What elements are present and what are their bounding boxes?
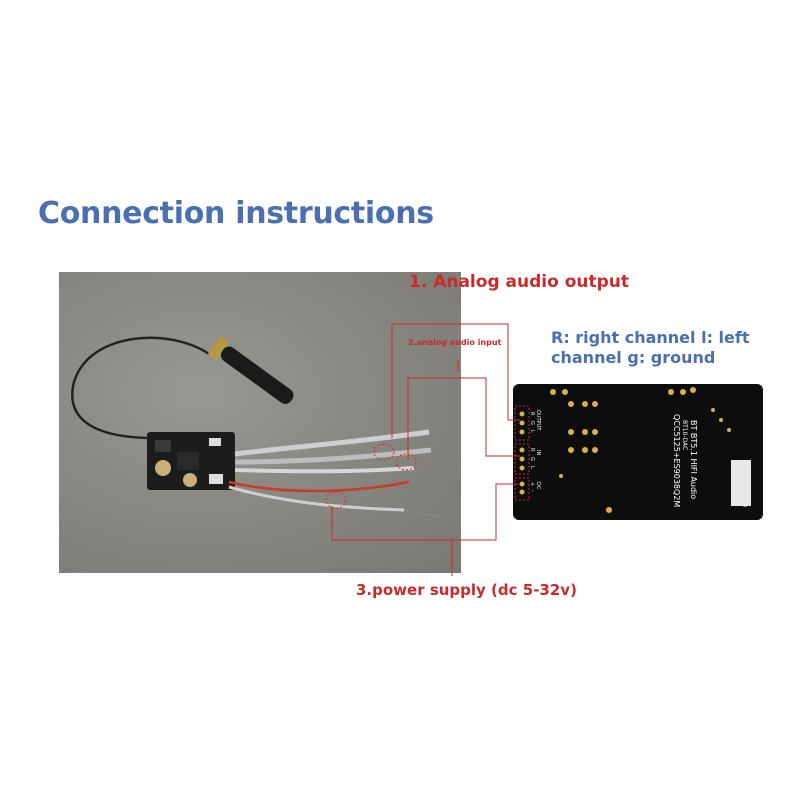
silkscreen-line1: BT BT5.1 HIFI Audio	[689, 420, 698, 499]
pin-power-plus: +	[529, 482, 535, 486]
pin-power-minus: -	[529, 490, 535, 492]
pin-group-power-label: DC	[535, 482, 541, 490]
module-board	[147, 432, 235, 490]
wire-input	[234, 466, 415, 474]
page-title: Connection instructions	[38, 196, 434, 231]
pin-input-l: L	[529, 466, 535, 469]
pin-input-r: R	[529, 448, 535, 452]
label-channel-legend: R: right channel l: left channel g: grou…	[551, 328, 750, 367]
pin-group-output-label: OUTPUT	[535, 410, 541, 431]
module-photo-drawing	[71, 336, 440, 518]
module-photo	[59, 272, 461, 573]
pin-input-g: G	[529, 457, 535, 461]
wire-power-white	[228, 485, 405, 512]
pcb-drawing: OUTPUT IN DC R G L R G L + - BT BT5.1 HI…	[514, 387, 751, 513]
callout-analog-input	[407, 377, 520, 460]
callout-circle-input	[395, 453, 417, 471]
silkscreen-line3: QCC5125+ES9038Q2M	[672, 414, 681, 507]
label-analog-input: 2.analog audio input	[408, 338, 502, 347]
pin-output-l: L	[529, 430, 535, 433]
pin-output-r: R	[529, 412, 535, 416]
wire-strands	[403, 509, 440, 518]
callout-circle-output	[373, 443, 395, 461]
antenna	[207, 336, 294, 404]
wire-output-1	[234, 429, 430, 457]
wire-power-red	[228, 480, 410, 493]
silkscreen-line2: BT10-DAC	[681, 420, 688, 450]
pcb-connector	[731, 460, 751, 506]
antenna-cable	[71, 336, 210, 440]
label-analog-output: 1. Analog audio output	[409, 272, 630, 292]
callout-analog-output	[391, 323, 520, 438]
pcb-closeup: OUTPUT IN DC R G L R G L + - BT BT5.1 HI…	[513, 384, 763, 520]
label-power-supply: 3.power supply (dc 5-32v)	[356, 581, 577, 599]
pin-highlights	[514, 405, 530, 501]
pin-output-g: G	[529, 421, 535, 425]
pin-pads	[519, 411, 525, 495]
callout-circle-power	[325, 491, 347, 509]
callout-power	[331, 483, 518, 541]
pin-group-input-label: IN	[535, 450, 541, 455]
